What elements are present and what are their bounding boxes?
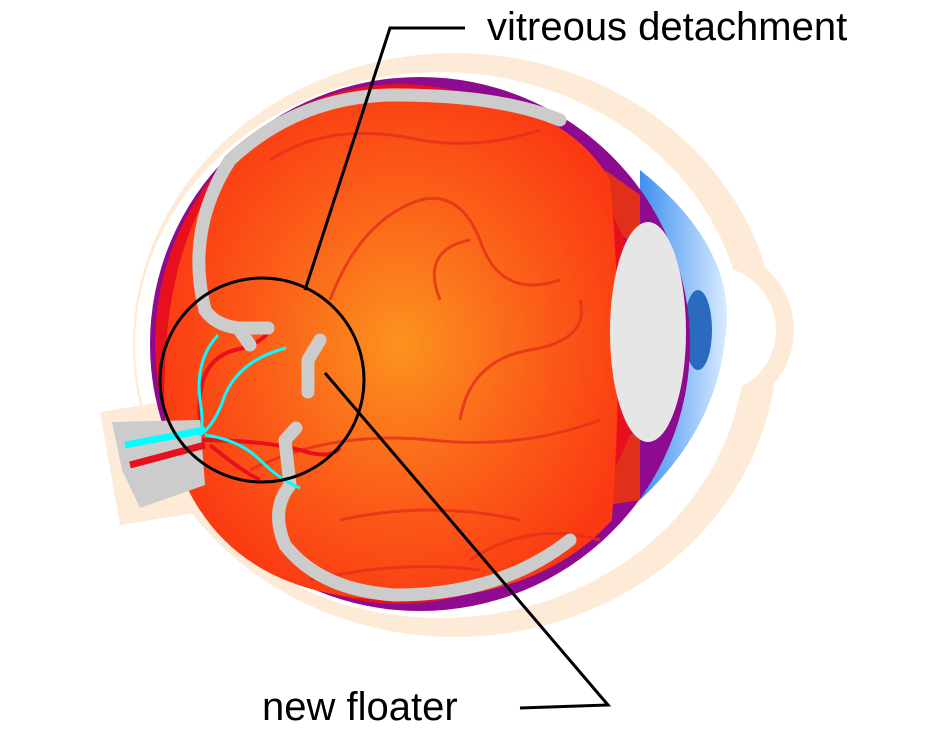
lens [610,222,686,442]
nerve-fibers [196,333,301,490]
highlight-circle [158,276,366,484]
vitreous-membrane [192,88,577,602]
new-floater-leader [323,372,612,710]
vitreous-detachment-leader [303,26,465,291]
vitreous-detachment-label: vitreous detachment [487,5,847,49]
new-floater-label: new floater [262,685,458,729]
vitreous-body [164,88,619,600]
iris [684,290,712,370]
